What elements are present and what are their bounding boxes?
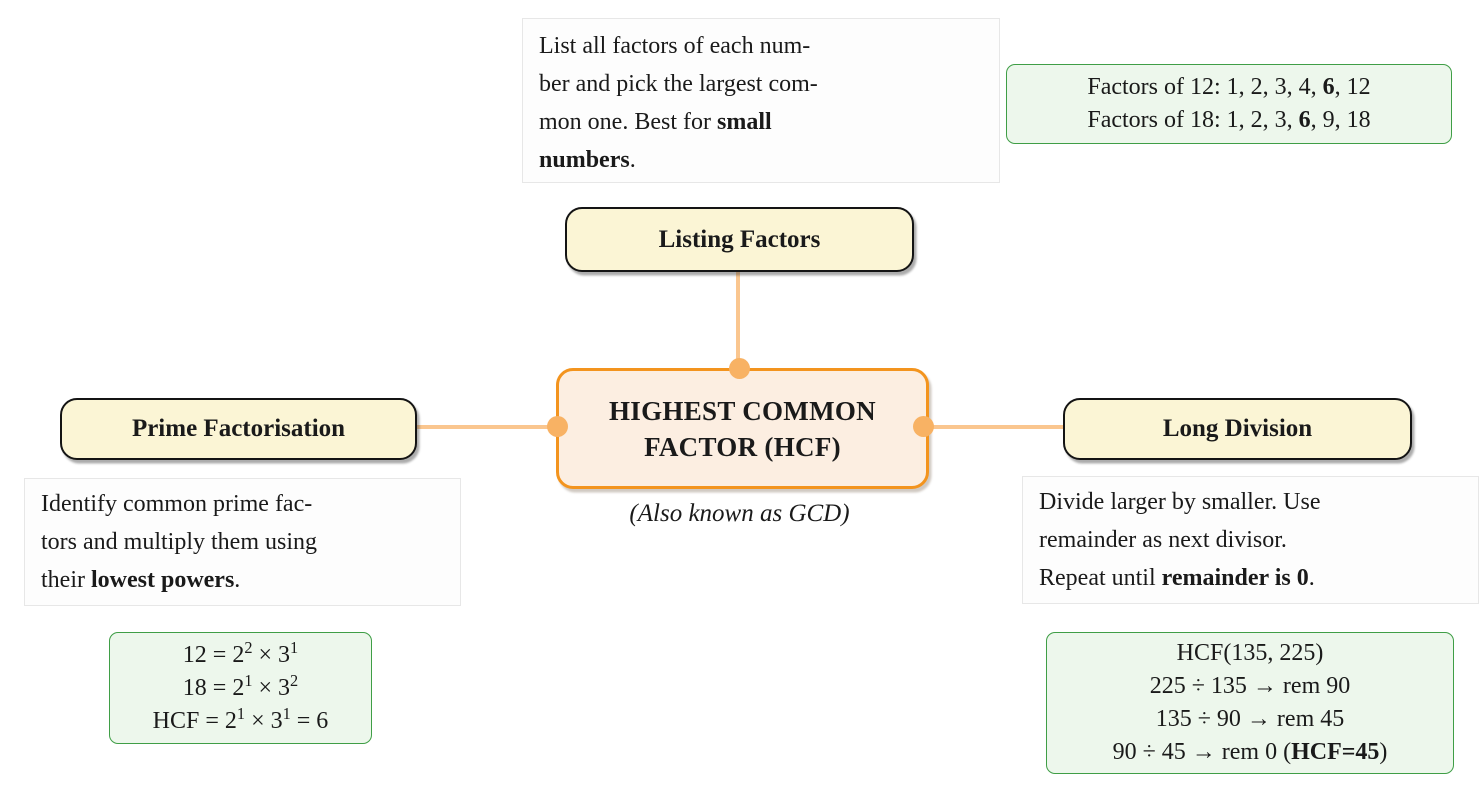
connector-dot-top bbox=[729, 358, 750, 379]
node-long-division: Long Division bbox=[1063, 398, 1412, 460]
description-listing-factors: List all factors of each num-ber and pic… bbox=[522, 18, 1000, 183]
node-listing-factors: Listing Factors bbox=[565, 207, 914, 272]
text-line: remainder as next divisor. bbox=[1039, 527, 1287, 553]
text-line: Repeat until remainder is 0. bbox=[1039, 565, 1315, 591]
text-line: Factors of 12: 1, 2, 3, 4, 6, 12 bbox=[1087, 74, 1371, 100]
text-line: their lowest powers. bbox=[41, 567, 241, 593]
text-line: 135 ÷ 90 → rem 45 bbox=[1155, 706, 1345, 732]
text-line: HCF = 21 × 31 = 6 bbox=[152, 703, 329, 734]
node-long-division-label: Long Division bbox=[1162, 415, 1313, 442]
node-hcf-center: HIGHEST COMMON FACTOR (HCF) bbox=[556, 368, 929, 489]
text-line: Identify common prime fac- bbox=[41, 491, 313, 517]
connector-line-left bbox=[411, 425, 559, 429]
text-line: 225 ÷ 135 → rem 90 bbox=[1149, 673, 1351, 699]
example-long-division: HCF(135, 225) 225 ÷ 135 → rem 90 135 ÷ 90 … bbox=[1046, 632, 1454, 774]
example-listing-factors: Factors of 12: 1, 2, 3, 4, 6, 12 Factors … bbox=[1006, 64, 1452, 144]
text-line: Divide larger by smaller. Use bbox=[1039, 489, 1321, 515]
hcf-title-line-2: FACTOR (HCF) bbox=[644, 431, 841, 462]
connector-line-top bbox=[736, 266, 740, 372]
text-line: mon one. Best for small bbox=[539, 109, 772, 135]
text-line: List all factors of each num- bbox=[539, 33, 811, 59]
text-line: HCF(135, 225) bbox=[1176, 640, 1324, 666]
description-prime-factorisation: Identify common prime fac-tors and multi… bbox=[24, 478, 461, 606]
connector-dot-left bbox=[547, 416, 568, 437]
hcf-subtitle: (Also known as GCD) bbox=[629, 500, 850, 527]
node-prime-factorisation: Prime Factorisation bbox=[60, 398, 417, 460]
connector-dot-right bbox=[913, 416, 934, 437]
text-line: ber and pick the largest com- bbox=[539, 71, 818, 97]
node-listing-factors-label: Listing Factors bbox=[658, 225, 821, 253]
text-line: tors and multiply them using bbox=[41, 529, 317, 555]
node-prime-factorisation-label: Prime Factorisation bbox=[131, 415, 346, 442]
text-line: 12 = 22 × 31 bbox=[182, 637, 299, 668]
text-line: numbers. bbox=[539, 147, 636, 173]
text-line: 90 ÷ 45 → rem 0 (HCF=45) bbox=[1112, 739, 1388, 765]
connector-line-right bbox=[921, 425, 1065, 429]
hcf-title-line-1: HIGHEST COMMON bbox=[609, 395, 876, 426]
text-line: 18 = 21 × 32 bbox=[182, 670, 299, 701]
text-line: Factors of 18: 1, 2, 3, 6, 9, 18 bbox=[1087, 107, 1371, 133]
description-long-division: Divide larger by smaller. Use remainder a… bbox=[1022, 476, 1479, 604]
